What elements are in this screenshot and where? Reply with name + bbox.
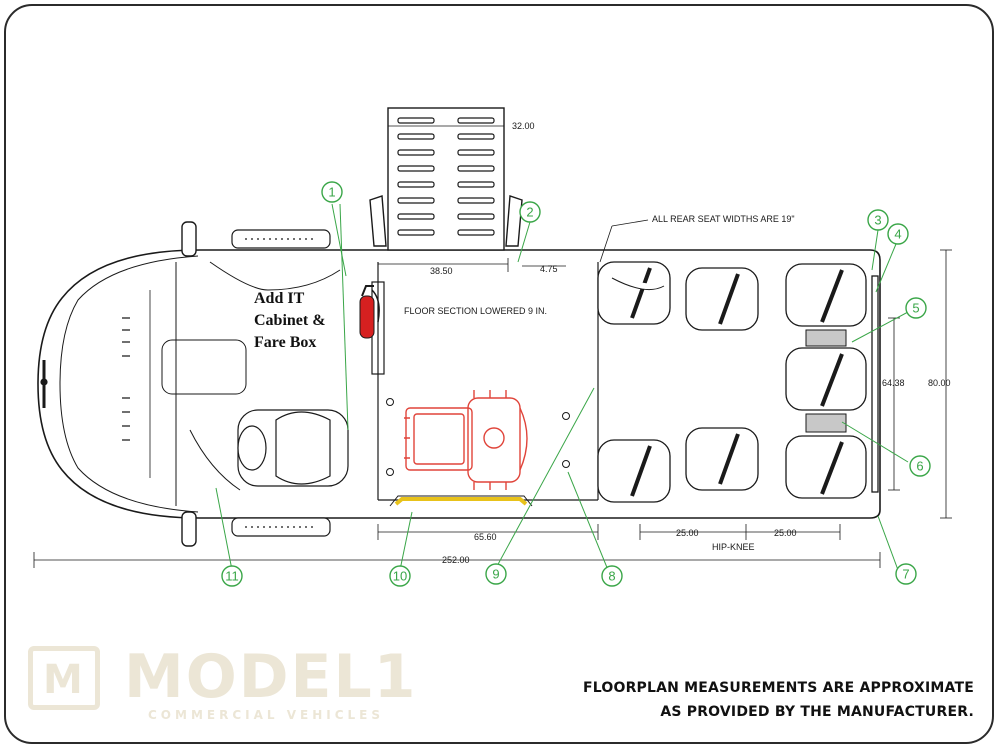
passenger-seats — [597, 261, 879, 503]
callout-label-11: 11 — [225, 569, 239, 584]
dim-seat-pitch-1: 25.00 — [676, 528, 699, 538]
seat-row2-bot — [685, 427, 759, 491]
label-hip-knee: HIP-KNEE — [712, 542, 755, 552]
front-steps — [231, 229, 331, 537]
dim-seat-block: 64.38 — [882, 378, 905, 388]
wheelchair-icon — [404, 390, 528, 490]
callout-9: 9 — [485, 563, 507, 585]
callout-11: 11 — [221, 565, 243, 587]
callout-markers: 1 2 34 5 6 7 8 9 10 11 — [221, 181, 931, 587]
callout-4: 4 — [887, 223, 909, 245]
label-rear-seat-widths: ALL REAR SEAT WIDTHS ARE 19" — [652, 214, 795, 224]
callout-8: 8 — [601, 565, 623, 587]
hood-grille — [40, 317, 130, 441]
callout-label-8: 8 — [608, 569, 615, 584]
dimension-labels: 32.00 38.50 4.75 64.38 80.00 65.60 25.00… — [404, 121, 951, 565]
callout-7: 7 — [895, 563, 917, 585]
model1-logo: M MODEL1 COMMERCIAL VEHICLES — [28, 642, 415, 726]
seat-row1-top — [597, 261, 671, 325]
dimension-lines — [33, 125, 952, 568]
dim-wall-offset: 4.75 — [540, 264, 558, 274]
note-line-3: Fare Box — [254, 334, 317, 351]
grab-handrail — [389, 495, 533, 507]
disclaimer-line-2: AS PROVIDED BY THE MANUFACTURER. — [660, 704, 974, 720]
mirrors — [181, 221, 197, 547]
disclaimer-line-1: FLOORPLAN MEASUREMENTS ARE APPROXIMATE — [582, 680, 974, 696]
seat-row1-bot — [597, 439, 671, 503]
logo-mark-letter: M — [43, 657, 83, 703]
logo-mark: M — [28, 646, 100, 710]
note-line-1: Add IT — [254, 290, 305, 307]
seat-row2-top — [685, 267, 759, 331]
fire-extinguisher-icon — [359, 285, 380, 339]
callout-10: 10 — [389, 565, 411, 587]
callout-label-10: 10 — [393, 569, 407, 584]
note-line-2: Cabinet & — [254, 312, 326, 329]
cab-interior — [161, 261, 341, 491]
logo-tagline: COMMERCIAL VEHICLES — [148, 708, 384, 722]
seat-row3-top — [785, 263, 867, 327]
callout-leaders — [215, 203, 909, 571]
callout-label-7: 7 — [902, 567, 909, 582]
callout-label-1: 1 — [328, 185, 335, 200]
it-cabinet-note: Add IT Cabinet & Fare Box — [254, 288, 326, 354]
callout-5: 5 — [905, 297, 927, 319]
dim-overall-width: 80.00 — [928, 378, 951, 388]
seat-row3-mid — [785, 347, 867, 411]
callout-6: 6 — [909, 455, 931, 477]
measurement-disclaimer: FLOORPLAN MEASUREMENTS ARE APPROXIMATE A… — [583, 676, 974, 724]
wheelchair-ramp — [369, 107, 523, 251]
seat-row3-bot — [785, 435, 867, 499]
dim-floor-length: 65.60 — [474, 532, 497, 542]
callout-label-2: 2 — [526, 205, 533, 220]
dim-ramp-width: 32.00 — [512, 121, 535, 131]
callout-1: 1 — [321, 181, 343, 203]
label-floor-section: FLOOR SECTION LOWERED 9 IN. — [404, 306, 547, 316]
callout-label-5: 5 — [912, 301, 919, 316]
callout-2: 2 — [519, 201, 541, 223]
callout-label-9: 9 — [492, 567, 499, 582]
dim-seat-pitch-2: 25.00 — [774, 528, 797, 538]
callout-label-3: 3 — [874, 213, 881, 228]
callout-label-6: 6 — [916, 459, 923, 474]
floor-anchors — [386, 398, 570, 476]
van-body — [37, 249, 881, 519]
driver-seat — [237, 409, 349, 487]
logo-wordmark: MODEL1 — [124, 642, 418, 712]
dim-overall-length: 252.00 — [442, 555, 470, 565]
dim-door-to-wall: 38.50 — [430, 266, 453, 276]
callout-label-4: 4 — [894, 227, 901, 242]
callout-3: 3 — [867, 209, 889, 231]
